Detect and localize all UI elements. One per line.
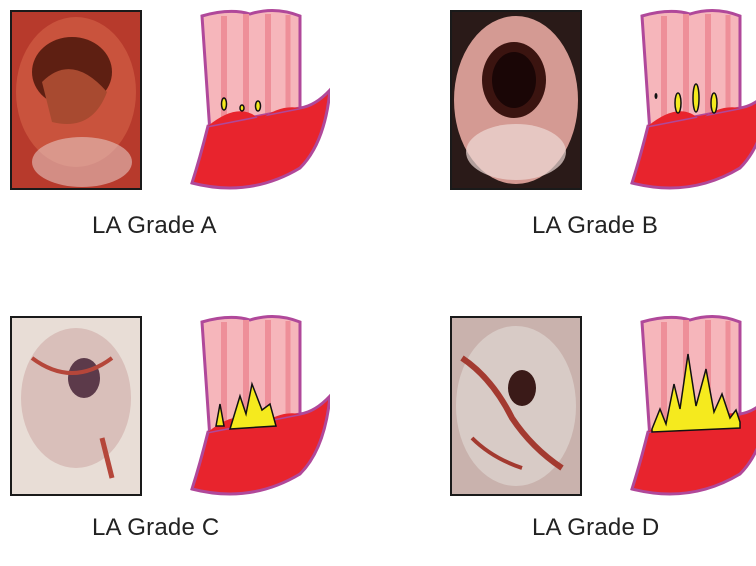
endoscopy-photo xyxy=(10,10,142,190)
grade-caption: LA Grade D xyxy=(532,514,659,542)
panel-grade-d: LA Grade D xyxy=(440,306,756,566)
grade-caption: LA Grade C xyxy=(92,514,219,542)
esophagus-schematic-drawing xyxy=(630,314,756,504)
grade-caption: LA Grade B xyxy=(532,212,658,240)
esophagus-schematic-drawing xyxy=(190,314,330,504)
panel-grade-a: LA Grade A xyxy=(0,0,320,260)
grade-caption: LA Grade A xyxy=(92,212,217,240)
endoscopy-photo xyxy=(10,316,142,496)
panel-grade-c: LA Grade C xyxy=(0,306,320,566)
endoscopy-photo xyxy=(450,10,582,190)
esophagus-schematic-drawing xyxy=(190,8,330,198)
endoscopy-photo xyxy=(450,316,582,496)
esophagus-schematic-drawing xyxy=(630,8,756,198)
panel-grade-b: LA Grade B xyxy=(440,0,756,260)
